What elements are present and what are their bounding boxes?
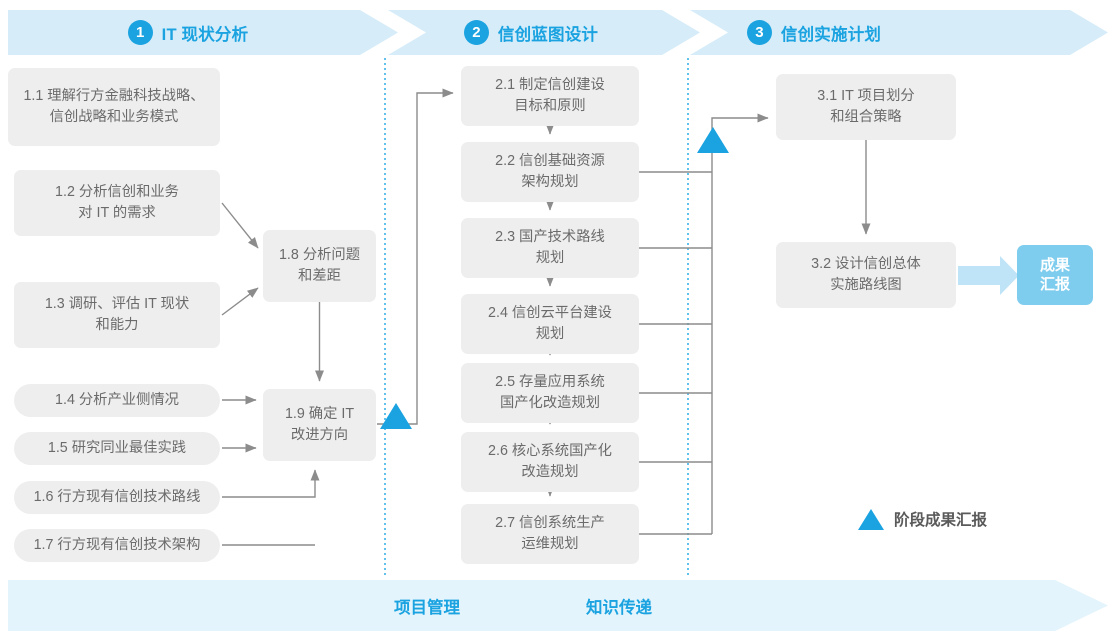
task-box-1-1[interactable]: 1.1 理解行方金融科技战略、 信创战略和业务模式 [8,68,220,146]
task-box-3-2[interactable]: 3.2 设计信创总体 实施路线图 [776,242,956,308]
task-box-1-9[interactable]: 1.9 确定 IT 改进方向 [263,389,376,461]
task-box-2-3[interactable]: 2.3 国产技术路线 规划 [461,218,639,278]
task-box-3-1[interactable]: 3.1 IT 项目划分 和组合策略 [776,74,956,140]
legend-milestone-label: 阶段成果汇报 [894,512,988,529]
task-box-1-3[interactable]: 1.3 调研、评估 IT 现状 和能力 [14,282,220,348]
task-box-2-5[interactable]: 2.5 存量应用系统 国产化改造规划 [461,363,639,423]
result-arrow [958,256,1019,295]
task-box-1-8[interactable]: 1.8 分析问题 和差距 [263,230,376,302]
milestone-phase1-triangle [380,403,412,429]
task-box-1-7[interactable]: 1.7 行方现有信创技术架构 [14,529,220,562]
task-box-2-7[interactable]: 2.7 信创系统生产 运维规划 [461,504,639,564]
task-box-2-4[interactable]: 2.4 信创云平台建设 规划 [461,294,639,354]
task-box-2-6[interactable]: 2.6 核心系统国产化 改造规划 [461,432,639,492]
bottom-label-project-management: 项目管理 [394,599,460,617]
phase-banner-3[interactable]: 3 信创实施计划 [690,10,1108,55]
legend-milestone: 阶段成果汇报 [858,508,987,530]
triangle-up-icon [858,508,884,530]
task-box-1-5[interactable]: 1.5 研究同业最佳实践 [14,432,220,465]
task-box-2-1[interactable]: 2.1 制定信创建设 目标和原则 [461,66,639,126]
phase-label-3: 信创实施计划 [780,25,882,44]
task-box-1-6[interactable]: 1.6 行方现有信创技术路线 [14,481,220,514]
milestone-phase2-triangle [697,127,729,153]
phase-label-1: IT 现状分析 [161,25,249,44]
phase-banner-1[interactable]: 1 IT 现状分析 [8,10,398,55]
result-report-badge[interactable]: 成果 汇报 [1017,245,1093,305]
bottom-stream-bar [8,580,1108,631]
task-box-1-4[interactable]: 1.4 分析产业侧情况 [14,384,220,417]
phase-banner-2[interactable]: 2 信创蓝图设计 [388,10,700,55]
phase-number-badge-2: 2 [463,20,489,45]
bottom-label-knowledge-transfer: 知识传递 [586,599,652,617]
task-box-1-2[interactable]: 1.2 分析信创和业务 对 IT 的需求 [14,170,220,236]
task-box-2-2[interactable]: 2.2 信创基础资源 架构规划 [461,142,639,202]
phase-number-badge-1: 1 [127,20,153,45]
phase-label-2: 信创蓝图设计 [497,25,599,44]
phase-number-badge-3: 3 [746,20,772,45]
